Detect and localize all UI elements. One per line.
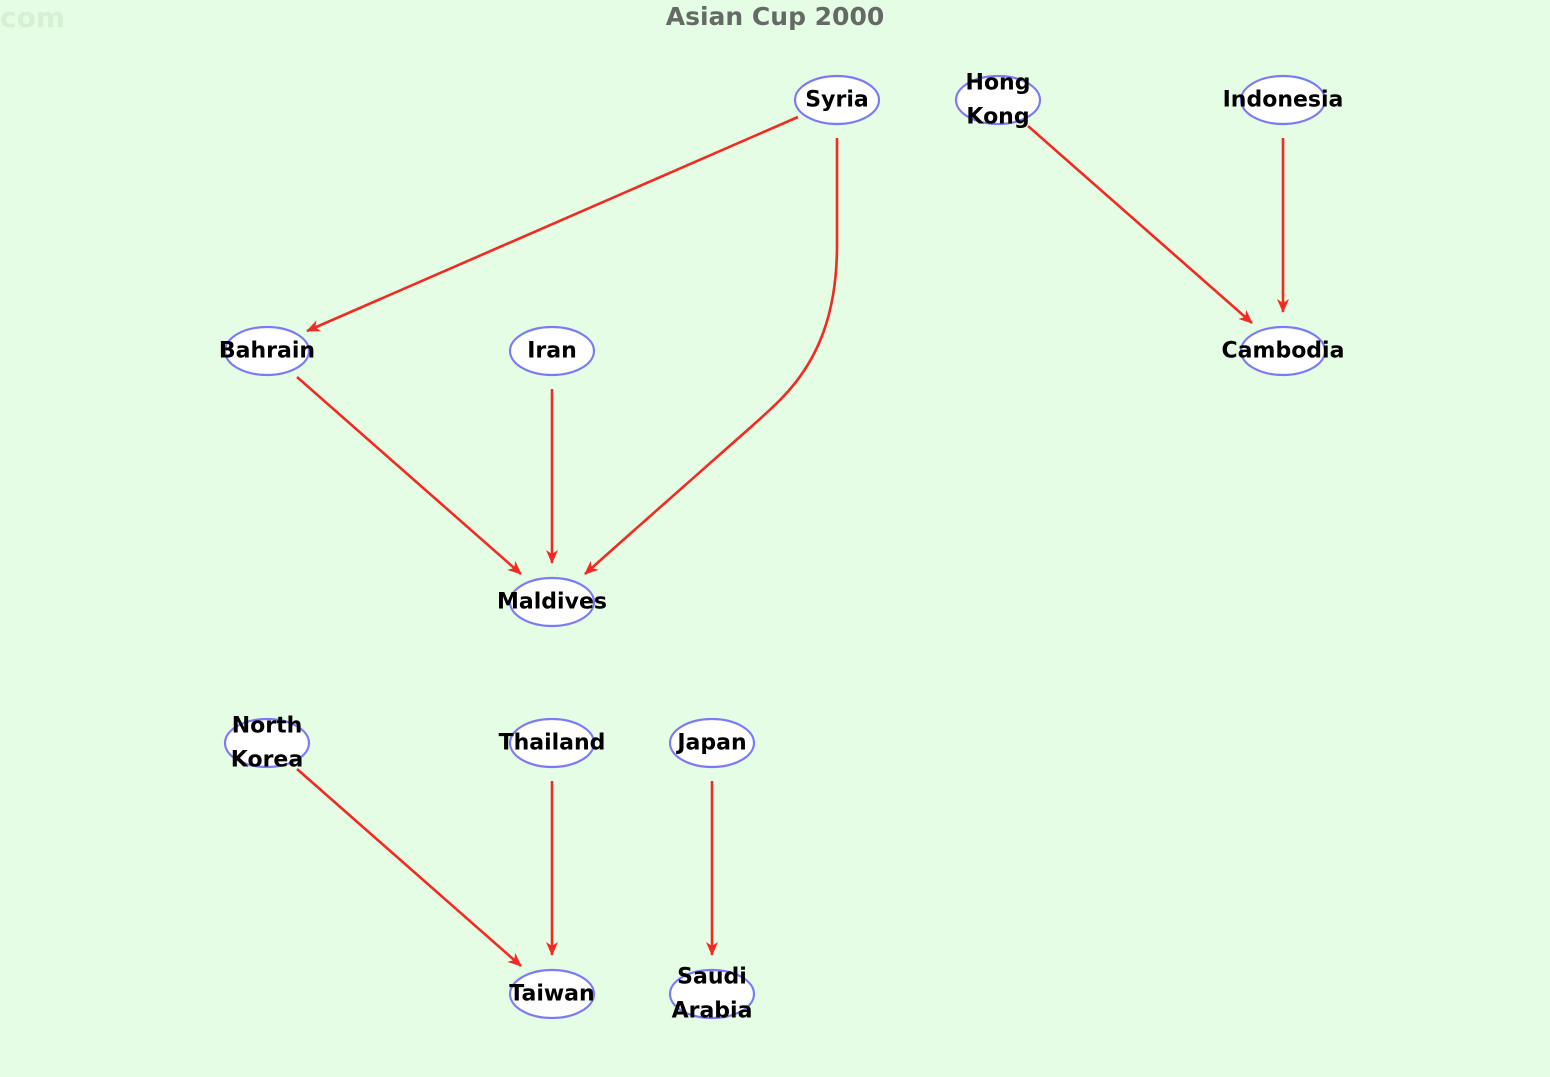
edges-layer <box>296 115 1289 967</box>
edge-north-korea-to-taiwan <box>296 768 522 967</box>
edge-syria-to-maldives <box>584 138 839 575</box>
node-cambodia: Cambodia <box>1222 325 1345 377</box>
node-label: Arabia <box>672 999 753 1024</box>
node-label: Syria <box>805 88 868 113</box>
node-label: North <box>232 714 303 739</box>
node-ellipse <box>668 968 756 1020</box>
node-label: Bahrain <box>219 339 315 364</box>
node-thailand: Thailand <box>499 717 606 769</box>
node-label: Korea <box>231 748 303 773</box>
node-label: Maldives <box>497 590 607 615</box>
node-ellipse <box>508 968 596 1020</box>
node-ellipse <box>508 717 596 769</box>
node-label: Cambodia <box>1222 339 1345 364</box>
watermark: com <box>0 1 66 34</box>
node-ellipse <box>954 74 1042 126</box>
node-ellipse <box>1239 74 1327 126</box>
node-label: Saudi <box>677 965 747 990</box>
node-label: Thailand <box>499 731 606 756</box>
node-ellipse <box>1239 325 1327 377</box>
node-label: Japan <box>675 731 746 756</box>
node-iran: Iran <box>508 325 596 377</box>
node-japan: Japan <box>668 717 756 769</box>
edge-hong-kong-to-cambodia <box>1027 125 1253 324</box>
node-label: Indonesia <box>1223 88 1344 113</box>
node-label: Hong <box>966 71 1031 96</box>
node-label: Kong <box>966 105 1029 130</box>
node-ellipse <box>223 325 311 377</box>
node-ellipse <box>508 325 596 377</box>
node-indonesia: Indonesia <box>1223 74 1344 126</box>
edge-syria-to-bahrain <box>306 115 799 333</box>
node-maldives: Maldives <box>497 576 607 628</box>
edge-bahrain-to-maldives <box>296 376 522 575</box>
node-label: Taiwan <box>509 982 594 1007</box>
node-label: Iran <box>527 339 577 364</box>
node-ellipse <box>793 74 881 126</box>
node-ellipse <box>223 717 311 769</box>
node-bahrain: Bahrain <box>219 325 315 377</box>
node-taiwan: Taiwan <box>508 968 596 1020</box>
diagram-title: Asian Cup 2000 <box>665 2 885 31</box>
node-syria: Syria <box>793 74 881 126</box>
node-ellipse <box>668 717 756 769</box>
node-ellipse <box>508 576 596 628</box>
